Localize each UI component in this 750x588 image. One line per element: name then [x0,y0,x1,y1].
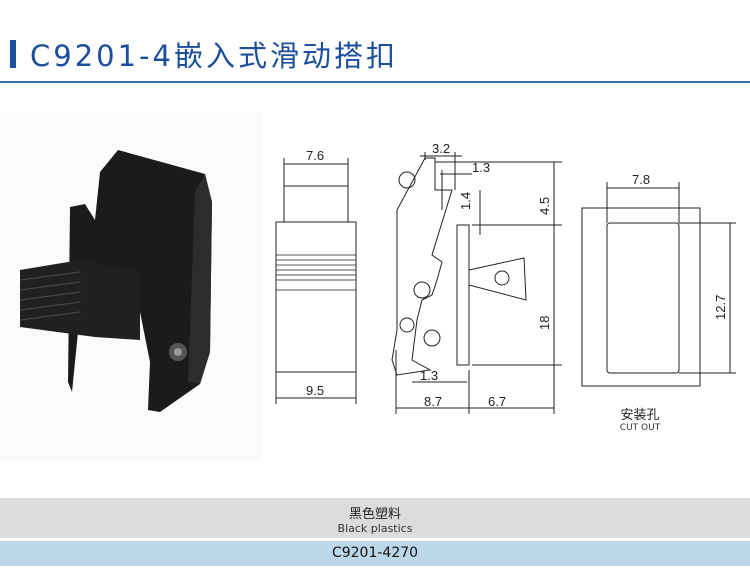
cutout-label-cn: 安装孔 [620,408,660,423]
technical-drawing: 7.6 9.5 3.2 1.3 1.4 4.5 18 1.3 8.7 6.7 7… [275,141,736,414]
dim-side-6-7: 6.7 [488,394,506,409]
part-number-row: C9201-4270 [0,541,750,566]
dim-side-18: 18 [537,316,552,330]
dim-cutout-height: 12.7 [713,295,728,320]
material-cn: 黑色塑料 [348,507,401,522]
product-photo [0,112,262,462]
cutout-label-en: CUT OUT [619,423,661,433]
page-header: C9201-4嵌入式滑动搭扣 [10,36,398,73]
dim-side-8-7: 8.7 [424,394,442,409]
dim-front-top-width: 7.6 [306,148,324,163]
header-divider [0,81,750,83]
material-row: 黑色塑料 Black plastics [0,498,750,538]
dim-side-3-2: 3.2 [432,141,450,156]
part-number: C9201-4270 [331,545,419,561]
page-title: C9201-4嵌入式滑动搭扣 [30,39,398,73]
material-en: Black plastics [337,522,413,535]
dim-side-1-3-top: 1.3 [472,160,490,175]
dim-side-1-3-bottom: 1.3 [420,368,438,383]
dim-front-bottom-width: 9.5 [306,383,324,398]
dim-cutout-width: 7.8 [632,172,650,187]
dim-side-4-5: 4.5 [537,197,552,215]
title-accent-bar [10,40,16,68]
cutout-caption: 安装孔 CUT OUT [590,404,690,433]
dim-side-1-4: 1.4 [458,192,473,210]
